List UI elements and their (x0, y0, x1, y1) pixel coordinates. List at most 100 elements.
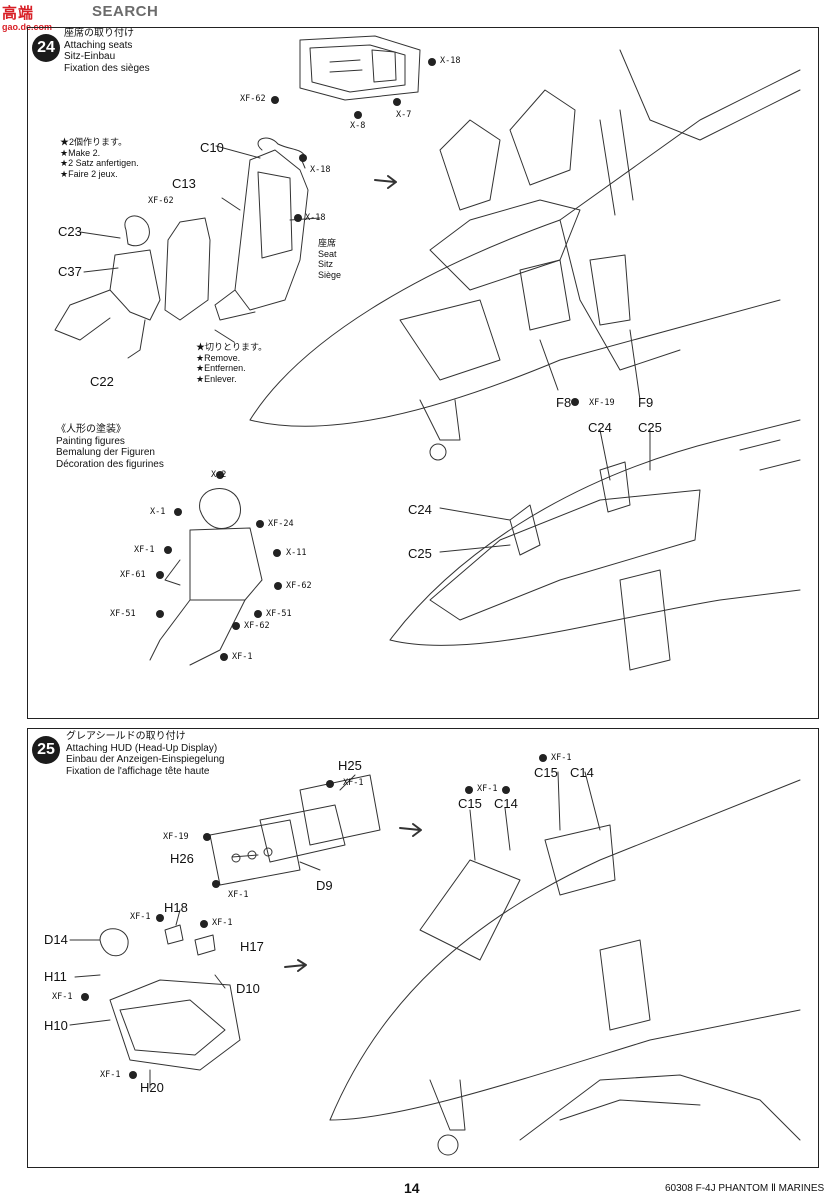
make-2-fr: ★Faire 2 jeux. (60, 168, 118, 179)
f4-fuselage-lower-drawing (329, 779, 801, 1156)
label-d14: D14 (44, 932, 68, 947)
painting-figures-title: 《人形の塗装》 Painting figures Bemalung der Fi… (56, 424, 164, 470)
seat-assembly-drawing (54, 137, 309, 359)
step-24-title-en: Attaching seats (64, 39, 133, 51)
step-24-title-fr: Fixation des sièges (64, 62, 150, 74)
step-25-badge: 25 (32, 736, 60, 764)
label-xf62-figure: XF-62 (286, 581, 312, 591)
make-2-jp: ★2個作ります。 (60, 137, 128, 147)
painting-fr: Décoration des figurines (56, 458, 164, 470)
label-xf62-seat: XF-62 (148, 196, 174, 206)
label-xf1-h26: XF-1 (228, 890, 249, 900)
label-xf51-right: XF-51 (266, 609, 292, 619)
arrow-step25-bottom (284, 959, 307, 972)
label-x18-seat: X-18 (310, 165, 331, 175)
remove-fr: ★Enlever. (196, 373, 237, 384)
label-xf51-left: XF-51 (110, 609, 136, 619)
label-c13: C13 (172, 176, 196, 191)
label-xf19-hud: XF-19 (163, 832, 189, 842)
hud-housing-drawing (99, 924, 241, 1071)
label-xf1-figure-2: XF-1 (232, 652, 253, 662)
label-c25-top: C25 (638, 420, 662, 435)
step-24-title-jp: 座席の取り付け (64, 28, 134, 39)
remove-note: ★切りとります。 ★Remove. ★Entfernen. ★Enlever. (196, 342, 267, 384)
label-xf61: XF-61 (120, 570, 146, 580)
seat-en: Seat (318, 248, 337, 259)
page-number: 14 (404, 1180, 420, 1196)
painting-figure-drawing (149, 488, 263, 666)
watermark-search-text: SEARCH (92, 3, 159, 20)
label-x7: X-7 (396, 110, 412, 120)
remove-de: ★Entfernen. (196, 363, 246, 373)
label-c23: C23 (58, 224, 82, 239)
remove-jp: ★切りとります。 (196, 342, 268, 352)
label-x18-seat-2: X-18 (305, 213, 326, 223)
painting-jp: 《人形の塗装》 (56, 424, 126, 435)
seat-jp: 座席 (318, 238, 337, 248)
label-xf1-h20: XF-1 (100, 1070, 121, 1080)
label-c24-top: C24 (588, 420, 612, 435)
label-h10: H10 (44, 1018, 68, 1033)
make-2-note: ★2個作ります。 ★Make 2. ★2 Satz anfertigen. ★F… (60, 137, 139, 179)
label-c14-left: C14 (494, 796, 518, 811)
label-xf19-step24: XF-19 (589, 398, 615, 408)
model-name: 60308 F-4J PHANTOM Ⅱ MARINES (665, 1183, 825, 1194)
painting-de: Bemalung der Figuren (56, 447, 155, 458)
painting-en: Painting figures (56, 435, 125, 447)
label-c24-mid: C24 (408, 502, 432, 517)
f4-fuselage-mid-drawing (389, 419, 801, 671)
label-h25: H25 (338, 758, 362, 773)
label-x1: X-1 (150, 507, 166, 517)
step-25-title-de: Einbau der Anzeigen-Einspiegelung (66, 754, 225, 765)
make-2-en: ★Make 2. (60, 147, 101, 158)
label-d9: D9 (316, 878, 333, 893)
hud-panel-drawing (209, 774, 381, 886)
label-xf1-c15-right: XF-1 (551, 753, 572, 763)
seat-note: 座席 Seat Sitz Siège (318, 238, 341, 280)
label-c10: C10 (200, 140, 224, 155)
step-24-panel (27, 27, 819, 719)
label-c37: C37 (58, 264, 82, 279)
seat-de: Sitz (318, 259, 334, 269)
label-c22: C22 (90, 374, 114, 389)
label-h11: H11 (44, 969, 67, 984)
label-h17: H17 (240, 939, 264, 954)
label-f8: F8 (556, 395, 572, 410)
step-25-title-fr: Fixation de l'affichage tête haute (66, 765, 210, 777)
label-xf1-c15-left: XF-1 (477, 784, 498, 794)
label-d10: D10 (236, 981, 260, 996)
step-25-panel (27, 728, 819, 1168)
watermark-logo: 高端 (2, 4, 35, 22)
label-h26: H26 (170, 851, 194, 866)
f4-fuselage-top-drawing (249, 49, 801, 461)
label-x11: X-11 (286, 548, 307, 558)
step-24-title: 座席の取り付け Attaching seats Sitz-Einbau Fixa… (64, 28, 150, 74)
label-x18-top: X-18 (440, 56, 461, 66)
seat-frame-top-drawing (299, 35, 421, 101)
label-x8: X-8 (350, 121, 366, 131)
label-f9: F9 (638, 395, 654, 410)
step-25-title-en: Attaching HUD (Head-Up Display) (66, 742, 218, 754)
label-c25-mid: C25 (408, 546, 432, 561)
label-c14-right: C14 (570, 765, 594, 780)
step-25-title-jp: グレアシールドの取り付け (66, 731, 186, 742)
label-xf62-top: XF-62 (240, 94, 266, 104)
paint-markers (81, 58, 579, 1079)
label-c15-left: C15 (458, 796, 482, 811)
label-xf62-figure-2: XF-62 (244, 621, 270, 631)
make-2-de: ★2 Satz anfertigen. (60, 158, 139, 168)
label-x2: X-2 (211, 470, 227, 480)
label-xf1-h25: XF-1 (343, 778, 364, 788)
label-xf1-h17: XF-1 (212, 918, 233, 928)
label-xf24: XF-24 (268, 519, 294, 529)
step-24-title-de: Sitz-Einbau (64, 51, 116, 62)
label-xf1-h18: XF-1 (130, 912, 151, 922)
step-24-badge: 24 (32, 34, 60, 62)
label-xf1-h11: XF-1 (52, 992, 73, 1002)
arrow-step24 (374, 175, 397, 189)
label-c15-right: C15 (534, 765, 558, 780)
remove-en: ★Remove. (196, 352, 241, 363)
arrow-step25-top (399, 823, 422, 837)
label-h20: H20 (140, 1080, 164, 1095)
